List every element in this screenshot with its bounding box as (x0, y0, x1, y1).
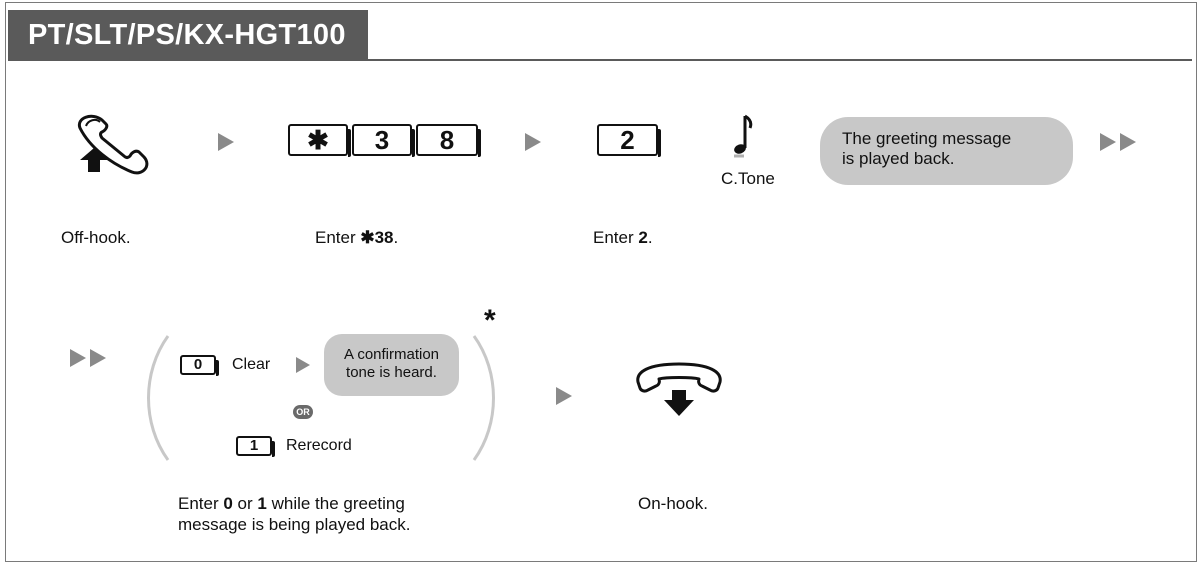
music-note-icon (734, 114, 753, 158)
greeting-bubble-line2: is played back. (842, 149, 955, 168)
next-arrow (218, 133, 234, 151)
caption-digit: 0 (223, 494, 233, 513)
caption-text: or (232, 494, 258, 513)
header-rule (8, 59, 1192, 61)
c-tone-label: C.Tone (721, 169, 775, 188)
key-1: 1 (236, 436, 275, 457)
enter-2-caption: Enter 2. (593, 227, 653, 248)
caption-text: Enter (178, 494, 224, 513)
confirm-line1: A confirmation (343, 346, 440, 363)
continue-double-arrow (1100, 133, 1140, 151)
caption-text: Enter (315, 228, 361, 247)
option-parentheses (147, 335, 495, 461)
greeting-played-bubble: The greeting message is played back. (820, 117, 1073, 185)
clear-label: Clear (232, 356, 271, 373)
key-0: 0 (180, 355, 219, 376)
on-hook-handset-icon (636, 362, 722, 416)
enter-code-caption: Enter ✱38. (315, 227, 398, 248)
key-8: 8 (416, 124, 481, 157)
caption-period: . (647, 228, 653, 247)
next-arrow (296, 357, 310, 373)
next-arrow (525, 133, 541, 151)
confirmation-tone-bubble: A confirmation tone is heard. (324, 334, 459, 396)
caption-digit: 2 (638, 228, 648, 247)
key-3: 3 (352, 124, 415, 157)
next-arrow (556, 387, 572, 405)
enter-option-caption: Enter 0 or 1 while the greeting message … (178, 493, 410, 535)
on-hook-caption: On-hook. (638, 494, 708, 513)
caption-text: Enter (593, 228, 639, 247)
or-badge: OR (293, 405, 313, 419)
continued-double-arrow (70, 349, 110, 367)
greeting-bubble-line1: The greeting message (842, 129, 1012, 148)
diagram-frame (5, 2, 1197, 562)
rerecord-label: Rerecord (286, 437, 352, 454)
key-2: 2 (597, 124, 661, 157)
caption-digit: 1 (257, 494, 267, 513)
asterisk-note-marker: * (484, 304, 496, 337)
caption-period: . (393, 228, 399, 247)
key-star: ✱ (288, 124, 351, 157)
confirm-line2: tone is heard. (346, 364, 437, 381)
off-hook-handset-icon (77, 114, 149, 175)
caption-text: while the greeting (266, 494, 405, 513)
page-title: PT/SLT/PS/KX-HGT100 (8, 10, 368, 60)
caption-line2: message is being played back. (178, 515, 411, 534)
off-hook-caption: Off-hook. (61, 228, 131, 247)
caption-code: ✱38 (360, 228, 394, 247)
